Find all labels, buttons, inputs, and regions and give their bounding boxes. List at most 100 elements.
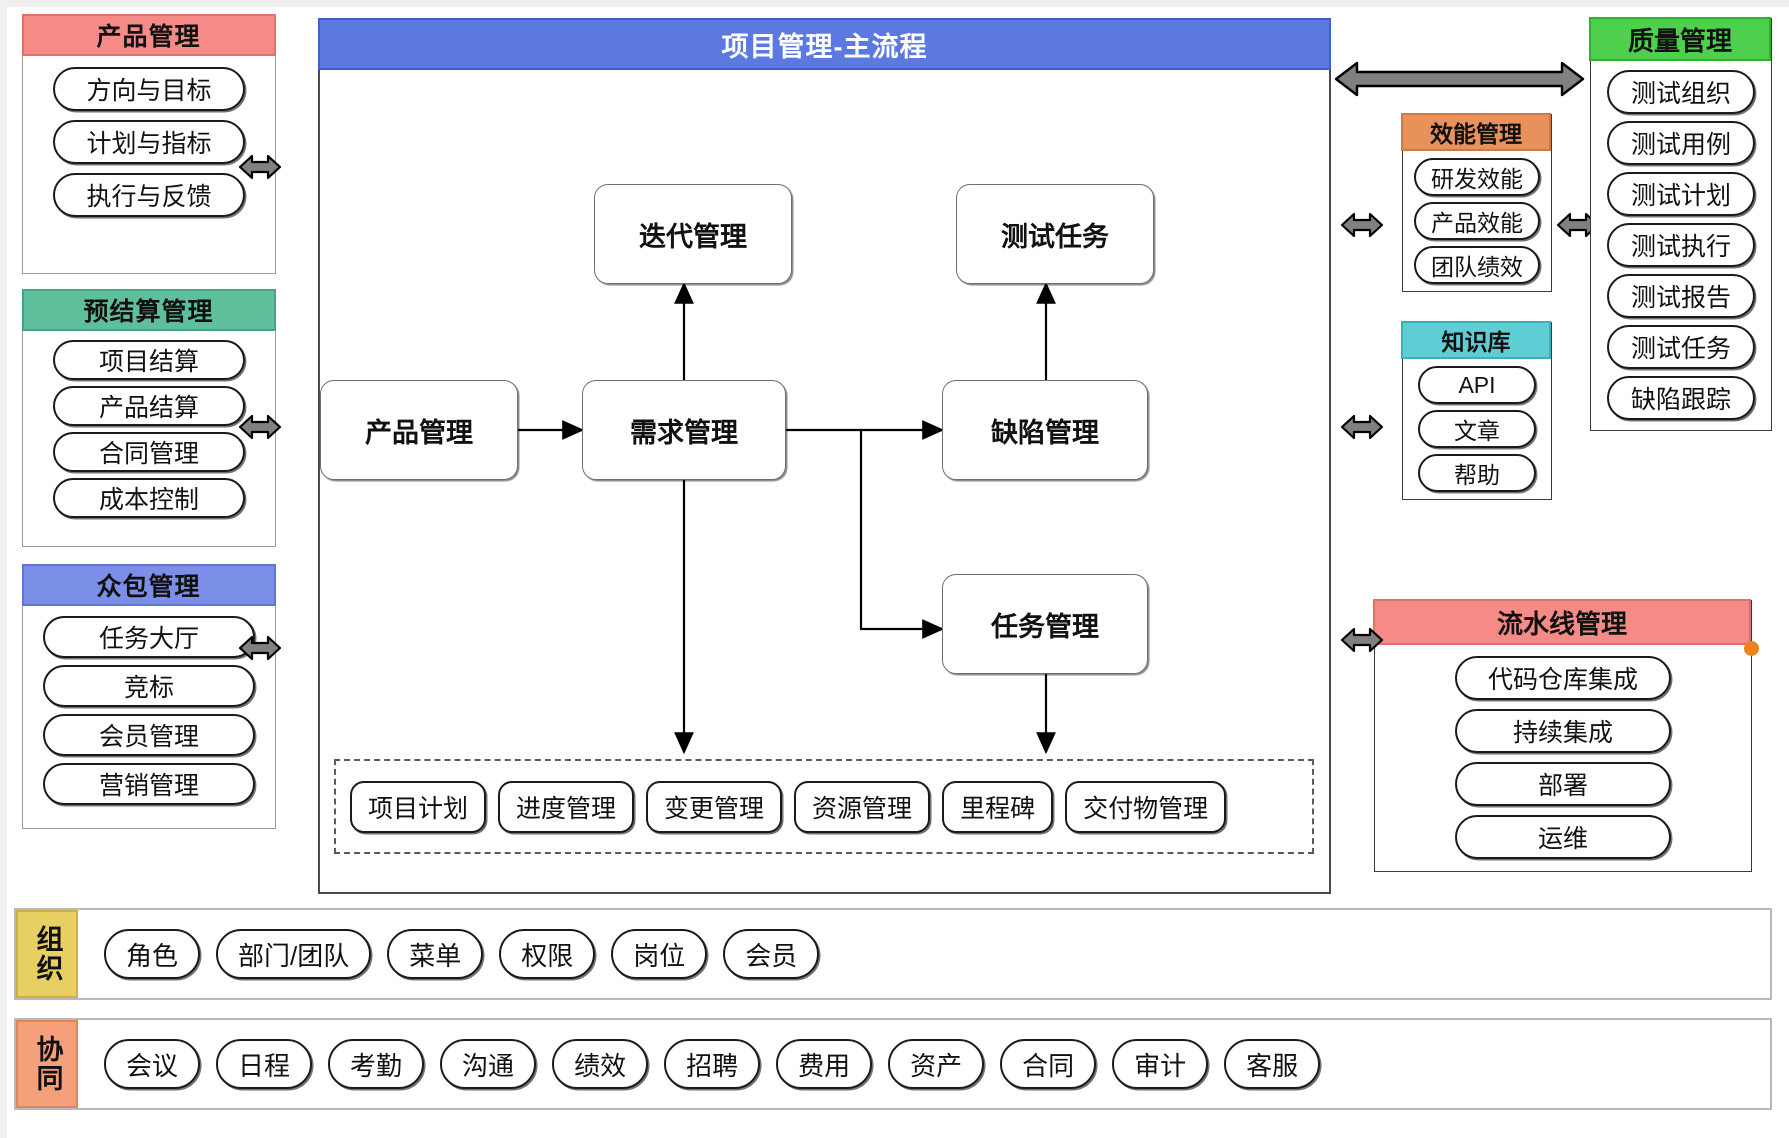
organization-items: 角色 部门/团队 菜单 权限 岗位 会员 — [78, 910, 1770, 998]
pill-item[interactable]: 产品效能 — [1414, 202, 1540, 240]
pill-item[interactable]: 会员管理 — [43, 714, 255, 756]
pill-item[interactable]: 权限 — [499, 929, 596, 979]
pill-item[interactable]: 里程碑 — [942, 780, 1054, 833]
pill-item[interactable]: 合同 — [1000, 1039, 1097, 1089]
bidirectional-arrow-icon — [238, 414, 282, 440]
pill-item[interactable]: 资产 — [888, 1039, 985, 1089]
pill-item[interactable]: 研发效能 — [1414, 158, 1540, 196]
pill-item[interactable]: 菜单 — [387, 929, 484, 979]
collaboration-strip: 协同 会议 日程 考勤 沟通 绩效 招聘 费用 资产 合同 审计 客服 — [14, 1018, 1772, 1110]
panel-body-crowdsourcing-management: 任务大厅 竞标 会员管理 营销管理 — [23, 607, 275, 817]
pill-item[interactable]: 执行与反馈 — [53, 173, 245, 217]
pill-item[interactable]: 测试执行 — [1607, 223, 1755, 267]
panel-header-pipeline-management: 流水线管理 — [1373, 599, 1751, 646]
pill-item[interactable]: 部门/团队 — [216, 929, 372, 979]
main-flow-panel: 项目管理-主流程 — [318, 18, 1331, 894]
pill-item[interactable]: 测试计划 — [1607, 172, 1755, 216]
pill-item[interactable]: 部署 — [1455, 762, 1671, 806]
bidirectional-arrow-icon — [1340, 627, 1384, 653]
panel-product-management[interactable]: 产品管理 方向与目标 计划与指标 执行与反馈 — [21, 13, 276, 274]
pill-item[interactable]: 营销管理 — [43, 763, 255, 805]
pill-item[interactable]: 任务大厅 — [43, 616, 255, 658]
pill-item[interactable]: 文章 — [1418, 410, 1536, 448]
pill-item[interactable]: 成本控制 — [53, 478, 245, 518]
pill-item[interactable]: 会员 — [723, 929, 820, 979]
panel-header-budget-settlement-management: 预结算管理 — [21, 288, 276, 331]
page-edge-left — [0, 0, 7, 1138]
pill-item[interactable]: 缺陷跟踪 — [1607, 376, 1755, 420]
pill-item[interactable]: 代码仓库集成 — [1455, 656, 1671, 700]
collaboration-tag: 协同 — [16, 1020, 78, 1108]
node-requirement-management[interactable]: 需求管理 — [582, 380, 786, 480]
pill-item[interactable]: 帮助 — [1418, 454, 1536, 492]
pill-item[interactable]: 岗位 — [611, 929, 708, 979]
status-dot-icon — [1744, 641, 1759, 656]
bidirectional-arrow-icon — [1340, 414, 1384, 440]
panel-knowledge-base[interactable]: 知识库 API 文章 帮助 — [1401, 321, 1552, 500]
node-test-task[interactable]: 测试任务 — [956, 184, 1154, 284]
bidirectional-arrow-icon — [1340, 212, 1384, 238]
pill-item[interactable]: 客服 — [1224, 1039, 1321, 1089]
pill-item[interactable]: 考勤 — [328, 1039, 425, 1089]
pill-item[interactable]: 合同管理 — [53, 432, 245, 472]
node-iteration-management[interactable]: 迭代管理 — [594, 184, 792, 284]
pill-item[interactable]: 沟通 — [440, 1039, 537, 1089]
pill-item[interactable]: 审计 — [1112, 1039, 1209, 1089]
pill-item[interactable]: 团队绩效 — [1414, 246, 1540, 284]
pill-item[interactable]: 资源管理 — [794, 780, 931, 833]
left-column: 产品管理 方向与目标 计划与指标 执行与反馈 预结算管理 项目结算 产品结算 合… — [21, 13, 276, 894]
panel-body-quality-management: 测试组织 测试用例 测试计划 测试执行 测试报告 测试任务 缺陷跟踪 — [1591, 63, 1771, 430]
panel-quality-management[interactable]: 质量管理 测试组织 测试用例 测试计划 测试执行 测试报告 测试任务 缺陷跟踪 — [1589, 17, 1772, 431]
pill-item[interactable]: 绩效 — [552, 1039, 649, 1089]
pill-item[interactable]: 变更管理 — [646, 780, 783, 833]
project-sub-items-group: 项目计划 进度管理 变更管理 资源管理 里程碑 交付物管理 — [334, 759, 1314, 854]
pill-item[interactable]: 测试组织 — [1607, 70, 1755, 114]
pill-item[interactable]: 招聘 — [664, 1039, 761, 1089]
pill-item[interactable]: 测试任务 — [1607, 325, 1755, 369]
pill-item[interactable]: 费用 — [776, 1039, 873, 1089]
organization-strip: 组织 角色 部门/团队 菜单 权限 岗位 会员 — [14, 908, 1772, 1000]
wide-bidirectional-arrow-icon — [1334, 61, 1585, 97]
pill-item[interactable]: 测试报告 — [1607, 274, 1755, 318]
pill-item[interactable]: 持续集成 — [1455, 709, 1671, 753]
pill-item[interactable]: 竞标 — [43, 665, 255, 707]
bidirectional-arrow-icon — [238, 635, 282, 661]
pill-item[interactable]: 会议 — [104, 1039, 201, 1089]
panel-header-quality-management: 质量管理 — [1589, 17, 1771, 62]
main-flow-title: 项目管理-主流程 — [318, 18, 1331, 70]
panel-header-performance-management: 效能管理 — [1401, 113, 1551, 152]
bidirectional-arrow-icon — [238, 154, 282, 180]
pill-item[interactable]: 方向与目标 — [53, 67, 245, 111]
node-task-management[interactable]: 任务管理 — [942, 574, 1148, 674]
pill-item[interactable]: 项目计划 — [350, 780, 487, 833]
pill-item[interactable]: 产品结算 — [53, 386, 245, 426]
pill-item[interactable]: 进度管理 — [498, 780, 635, 833]
pill-item[interactable]: API — [1418, 366, 1536, 404]
flow-connectors — [518, 281, 1056, 755]
panel-body-product-management: 方向与目标 计划与指标 执行与反馈 — [23, 57, 275, 229]
panel-body-budget-settlement-management: 项目结算 产品结算 合同管理 成本控制 — [23, 332, 275, 530]
panel-header-crowdsourcing-management: 众包管理 — [21, 563, 276, 606]
panel-crowdsourcing-management[interactable]: 众包管理 任务大厅 竞标 会员管理 营销管理 — [21, 563, 276, 829]
node-defect-management[interactable]: 缺陷管理 — [942, 380, 1148, 480]
collaboration-items: 会议 日程 考勤 沟通 绩效 招聘 费用 资产 合同 审计 客服 — [78, 1020, 1770, 1108]
pill-item[interactable]: 测试用例 — [1607, 121, 1755, 165]
panel-performance-management[interactable]: 效能管理 研发效能 产品效能 团队绩效 — [1401, 113, 1552, 292]
pill-item[interactable]: 日程 — [216, 1039, 313, 1089]
panel-body-knowledge-base: API 文章 帮助 — [1403, 361, 1551, 499]
organization-tag: 组织 — [16, 910, 78, 998]
panel-body-performance-management: 研发效能 产品效能 团队绩效 — [1403, 153, 1551, 291]
panel-body-pipeline-management: 代码仓库集成 持续集成 部署 运维 — [1375, 647, 1751, 871]
panel-pipeline-management[interactable]: 流水线管理 代码仓库集成 持续集成 部署 运维 — [1373, 599, 1759, 872]
pill-item[interactable]: 计划与指标 — [53, 120, 245, 164]
node-product-management[interactable]: 产品管理 — [320, 380, 518, 480]
page-edge-top — [0, 0, 1789, 7]
pill-item[interactable]: 交付物管理 — [1065, 780, 1227, 833]
panel-budget-settlement-management[interactable]: 预结算管理 项目结算 产品结算 合同管理 成本控制 — [21, 288, 276, 547]
flow-area: 迭代管理 测试任务 产品管理 需求管理 缺陷管理 任务管理 项目计划 进度管理 … — [320, 72, 1329, 894]
pill-item[interactable]: 运维 — [1455, 815, 1671, 859]
pill-item[interactable]: 角色 — [104, 929, 201, 979]
panel-header-knowledge-base: 知识库 — [1401, 321, 1551, 360]
pill-item[interactable]: 项目结算 — [53, 340, 245, 380]
